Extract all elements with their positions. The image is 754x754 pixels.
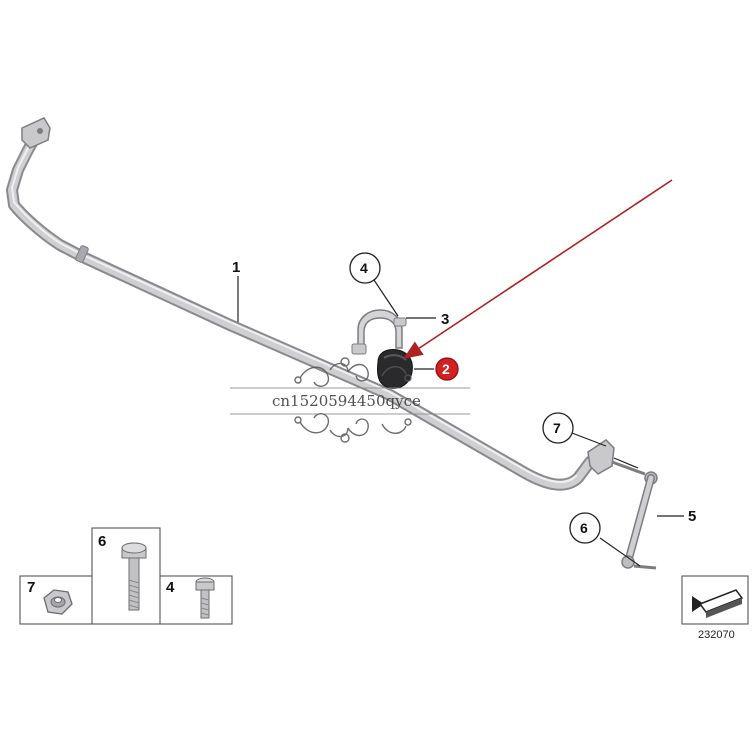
- callout-1-label: 1: [232, 259, 240, 276]
- figure-reference: 232070: [681, 575, 749, 641]
- callout-5-label: 5: [688, 508, 696, 525]
- callout-7-circle: [542, 412, 574, 444]
- callout-2-highlight: [435, 357, 459, 381]
- link-rod: [611, 460, 658, 570]
- bolt-icon: [121, 542, 147, 611]
- callout-4-circle: [349, 252, 381, 284]
- stabilizer-bar: [6, 117, 615, 491]
- legend-4-label: 4: [166, 579, 175, 596]
- callout-6-circle: [569, 512, 601, 544]
- callout-6-label: 6: [580, 520, 588, 536]
- callout-4-label: 4: [360, 260, 368, 276]
- screw-icon: [195, 577, 215, 619]
- figure-number: 232070: [698, 629, 735, 641]
- callout-7-label: 7: [553, 420, 561, 436]
- legend-6-label: 6: [98, 533, 106, 550]
- orientation-arrow-icon: [692, 589, 744, 618]
- leader-lines: [237, 276, 684, 567]
- legend-7-label: 7: [27, 579, 35, 596]
- bracket: [351, 309, 407, 355]
- highlight-arrow: [403, 179, 673, 359]
- callout-3-label: 3: [441, 311, 449, 328]
- legend: 7 6 4: [19, 527, 233, 625]
- watermark: cn1520594450qyce: [230, 357, 470, 443]
- nut-icon: [43, 589, 73, 615]
- watermark-text: cn1520594450qyce: [272, 392, 421, 410]
- rubber-mounting: [377, 349, 413, 389]
- callout-2-label: 2: [442, 361, 450, 377]
